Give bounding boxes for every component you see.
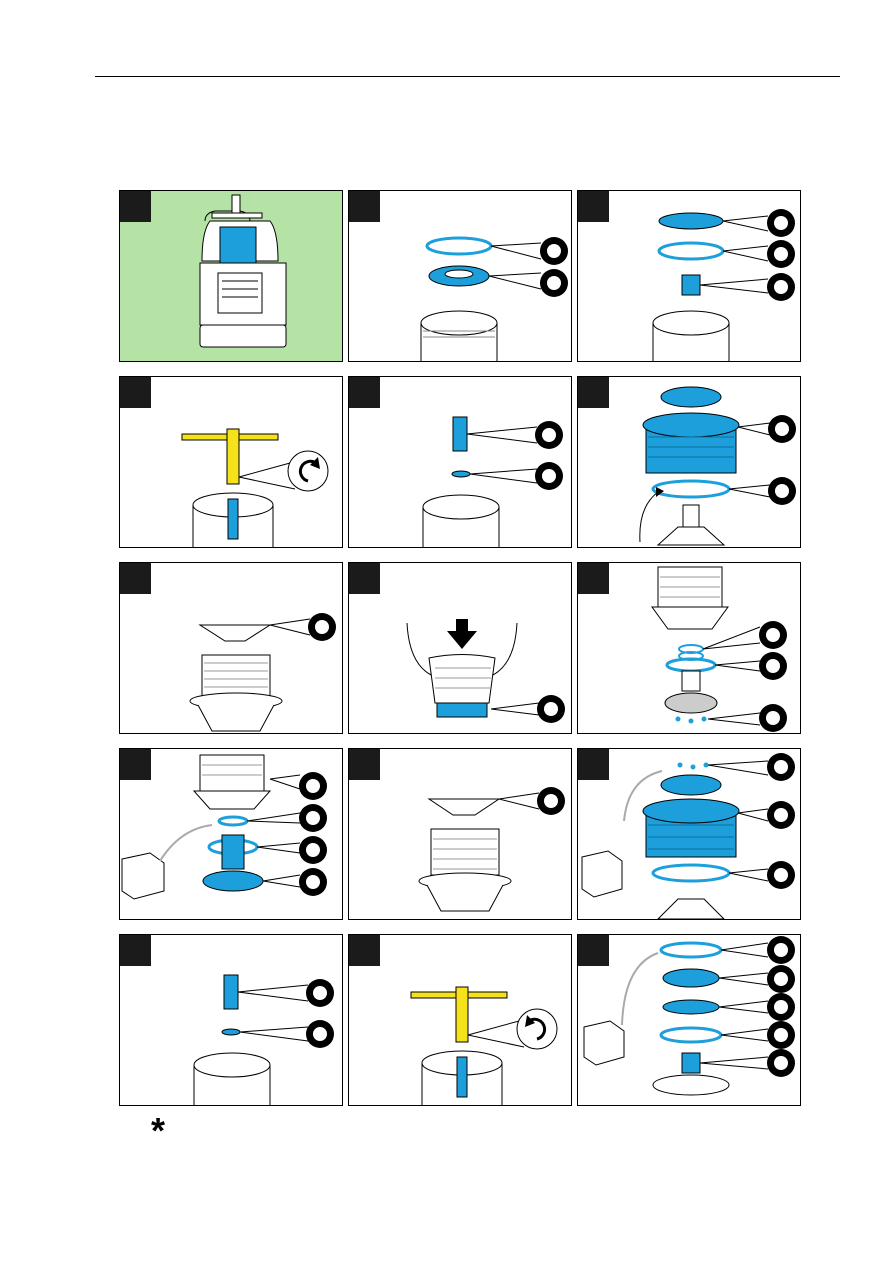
step-panel-6 [577,376,801,548]
box-icon [582,851,622,897]
header-rule [95,76,840,77]
step-panel-15 [577,934,801,1106]
o-ring-part [659,243,723,259]
step-panel-7 [119,562,343,734]
cover-disc-part [659,213,723,229]
screw-sleeve-part [682,275,700,295]
o-ring-part [427,238,491,254]
step-panel-5 [348,376,572,548]
bolt-part [224,975,238,1009]
press-arrow-icon [456,619,468,633]
step-panel-2 [348,190,572,362]
step-panel-4 [119,376,343,548]
footnote-asterisk: * [151,1113,165,1149]
step-panel-3 [577,190,801,362]
springs-part [219,817,247,825]
step-panel-9 [577,562,801,734]
step-panel-14 [348,934,572,1106]
box-icon [122,853,164,899]
washer-part [452,471,470,477]
shaft-part [222,835,244,869]
o-ring-part [661,943,721,957]
step-panel-12 [577,748,801,920]
base-part [203,871,263,891]
rotor-housing-part [661,775,721,795]
hands-illustration [407,623,431,675]
step-panel-11 [348,748,572,920]
step-panel-1 [119,190,343,362]
step-panel-8 [348,562,572,734]
cover-disc-part [663,1000,719,1014]
step-panel-10 [119,748,343,920]
rotate-cw-icon [517,1009,557,1049]
washer-part [222,1029,240,1035]
filter-ring-part [663,969,719,987]
bolt-part [453,417,467,451]
deflector-disc-part [200,625,270,641]
box-icon [584,1021,624,1065]
deflector-disc-part [429,799,499,815]
o-ring-part [653,865,729,881]
motor-unit-illustration [120,191,343,362]
rotate-ccw-icon [288,451,328,491]
o-ring-part [653,481,729,497]
screw-sleeve-part [682,1053,700,1073]
step-panel-13 [119,934,343,1106]
o-ring-part [661,1028,721,1042]
balls-part [678,763,683,768]
balls-part [676,717,681,722]
rotor-housing-part [661,387,721,407]
